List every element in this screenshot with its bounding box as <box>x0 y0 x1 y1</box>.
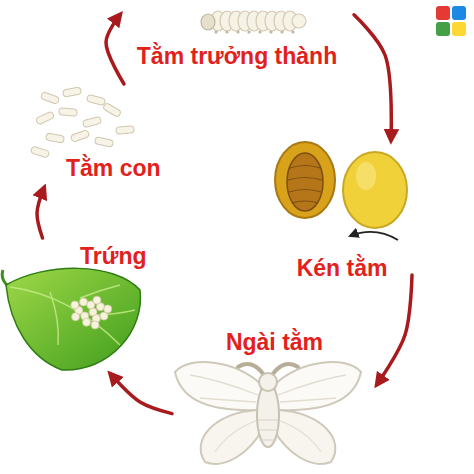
stage-label: Tằm con <box>66 154 161 182</box>
egg <box>100 312 108 320</box>
young-worm <box>63 87 82 97</box>
stage-node: Tằm trưởng thành <box>120 0 354 74</box>
worm-leg <box>280 30 283 33</box>
worm-leg <box>258 30 261 33</box>
young-worm <box>30 146 49 158</box>
young-worm <box>35 111 54 125</box>
stage-label: Trứng <box>80 242 146 270</box>
egg <box>91 321 99 329</box>
cocoons <box>275 142 407 240</box>
egg <box>71 301 79 309</box>
stage-label: Kén tằm <box>297 254 388 282</box>
leaf-with-eggs <box>2 268 140 370</box>
cycle-arrow <box>377 275 412 384</box>
egg <box>93 296 101 304</box>
egg <box>79 298 87 306</box>
young-worm <box>94 137 113 148</box>
cycle-arrow <box>106 15 124 84</box>
stage-node: Tằm con <box>36 84 196 188</box>
young-worm <box>116 126 135 135</box>
stage-node: Trứng <box>0 238 170 374</box>
young-worm <box>59 108 78 117</box>
young-worm <box>86 94 105 105</box>
worm-leg <box>214 30 217 33</box>
young-worm <box>82 116 101 127</box>
young-worm <box>40 92 59 105</box>
egg <box>104 305 112 313</box>
stage-node: Kén tằm <box>272 140 412 290</box>
egg <box>72 313 80 321</box>
egg <box>83 318 91 326</box>
stage-node: Ngài tằm <box>172 326 377 472</box>
young-worm <box>70 130 89 143</box>
worm-leg <box>236 30 239 33</box>
silk-moth <box>175 362 361 464</box>
adult-silkworm <box>201 11 306 34</box>
stage-label: Ngài tằm <box>226 328 323 356</box>
worm-leg <box>247 30 250 33</box>
worm-leg <box>225 30 228 33</box>
stage-label: Tằm trưởng thành <box>137 42 337 70</box>
worm-head <box>201 14 215 30</box>
worm-segment <box>292 14 306 28</box>
young-worm <box>46 133 65 143</box>
worm-leg <box>291 30 294 33</box>
young-worm <box>102 102 121 117</box>
logo <box>436 6 466 36</box>
cycle-arrow <box>354 15 391 140</box>
young-silkworms <box>30 87 134 158</box>
cycle-arrow <box>111 374 173 414</box>
cycle-arrow <box>37 188 44 238</box>
worm-leg <box>269 30 272 33</box>
